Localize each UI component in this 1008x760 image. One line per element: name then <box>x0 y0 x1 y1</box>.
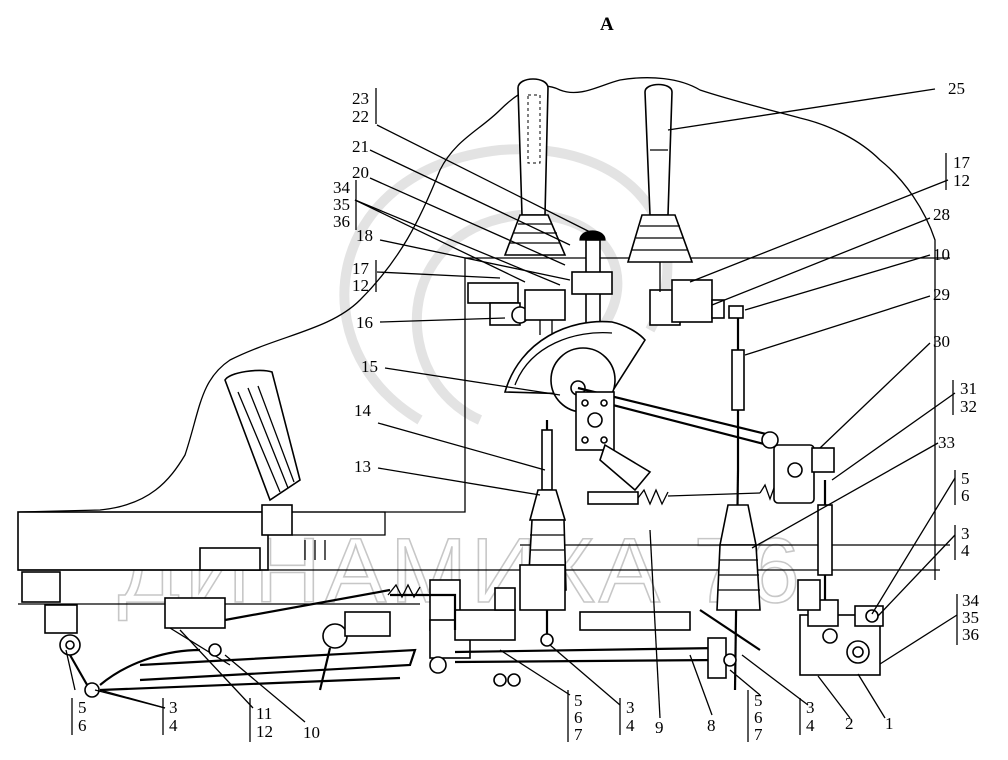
floor-bracket <box>199 547 261 571</box>
label-32: 32 <box>960 397 977 416</box>
label-13: 13 <box>354 457 371 476</box>
leader-lines <box>65 88 958 723</box>
label-36-upper: 36 <box>333 212 350 231</box>
right-base-unit <box>797 579 884 676</box>
label-34-lower: 34 <box>962 591 980 610</box>
label-29: 29 <box>933 285 950 304</box>
label-brackets <box>71 88 958 742</box>
label-31: 31 <box>960 379 977 398</box>
label-11: 11 <box>256 704 272 723</box>
label-25: 25 <box>948 79 965 98</box>
callout-labels: 25 23 22 21 20 34 35 36 18 17 12 16 15 1… <box>78 79 980 744</box>
label-6-right-bottom: 6 <box>754 708 763 727</box>
flange-plate <box>575 391 652 492</box>
label-22: 22 <box>352 107 369 126</box>
label-17-left: 17 <box>352 259 370 278</box>
label-6-right: 6 <box>961 486 970 505</box>
left-bracket-block <box>467 282 566 335</box>
lower-mechanism <box>390 564 761 687</box>
label-20: 20 <box>352 163 369 182</box>
label-2: 2 <box>845 714 854 733</box>
label-14: 14 <box>354 401 372 420</box>
label-3-right-bottom: 3 <box>806 698 815 717</box>
label-15: 15 <box>361 357 378 376</box>
left-linkage <box>44 583 421 698</box>
spring <box>587 483 781 506</box>
right-bracket-block <box>649 262 725 326</box>
vertical-rod-29 <box>728 305 745 470</box>
bellcrank <box>761 431 835 600</box>
frame-box <box>21 571 61 603</box>
label-4-right-bottom: 4 <box>806 716 815 735</box>
label-12-left: 12 <box>352 276 369 295</box>
label-3-left: 3 <box>169 698 178 717</box>
label-4-mid: 4 <box>626 716 635 735</box>
label-35-upper: 35 <box>333 195 350 214</box>
label-12-bottom: 12 <box>256 722 273 741</box>
lock-knob <box>571 230 613 331</box>
label-4-right: 4 <box>961 541 970 560</box>
label-6-left: 6 <box>78 716 87 735</box>
label-34-upper: 34 <box>333 178 351 197</box>
label-10-bottom: 10 <box>303 723 320 742</box>
label-8: 8 <box>707 716 716 735</box>
label-21: 21 <box>352 137 369 156</box>
label-16: 16 <box>356 313 373 332</box>
label-1: 1 <box>885 714 894 733</box>
view-title: А <box>600 14 614 35</box>
label-5-mid: 5 <box>574 691 583 710</box>
label-33: 33 <box>938 433 955 452</box>
label-3-mid: 3 <box>626 698 635 717</box>
gear-sector <box>503 320 771 447</box>
label-30: 30 <box>933 332 950 351</box>
label-9: 9 <box>655 718 664 737</box>
label-10-right: 10 <box>933 245 950 264</box>
label-12-right: 12 <box>953 171 970 190</box>
label-18: 18 <box>356 226 373 245</box>
label-3-right: 3 <box>961 524 970 543</box>
right-boot <box>716 469 761 691</box>
label-6-mid: 6 <box>574 708 583 727</box>
label-7-right-bottom: 7 <box>754 725 763 744</box>
left-control-lever <box>503 78 567 256</box>
cab-panel-outline <box>19 77 936 580</box>
label-23: 23 <box>352 89 369 108</box>
label-28: 28 <box>933 205 950 224</box>
label-5-right-bottom: 5 <box>754 691 763 710</box>
label-36-lower: 36 <box>962 625 979 644</box>
label-5-left: 5 <box>78 698 87 717</box>
label-5-right: 5 <box>961 469 970 488</box>
label-35-lower: 35 <box>962 608 979 627</box>
label-4-left: 4 <box>169 716 178 735</box>
right-control-lever <box>626 83 694 263</box>
label-7-mid: 7 <box>574 725 583 744</box>
brake-pedal <box>224 369 386 560</box>
label-17-right: 17 <box>953 153 971 172</box>
